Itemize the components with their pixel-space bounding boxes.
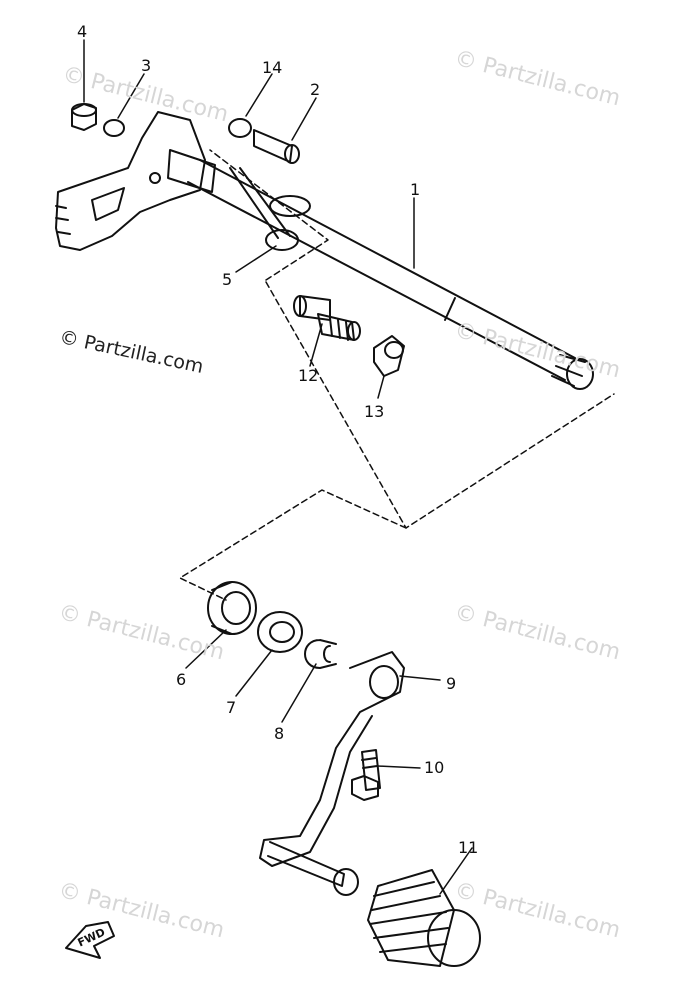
callout-4: 4 — [77, 22, 88, 41]
part-3-washer — [103, 119, 125, 137]
part-9-shift-pedal — [259, 651, 405, 896]
callout-9: 9 — [446, 674, 457, 693]
part-2-pin — [253, 129, 300, 164]
return-spring — [229, 167, 311, 251]
callout-1: 1 — [410, 180, 421, 199]
callout-14: 14 — [262, 58, 283, 77]
part-13-collar — [373, 335, 405, 377]
part-6-oil-seal — [207, 581, 257, 635]
callout-6: 6 — [176, 670, 187, 689]
part-4-nut — [71, 103, 97, 131]
callout-3: 3 — [141, 56, 152, 75]
callout-13: 13 — [364, 402, 385, 421]
callout-2: 2 — [310, 80, 321, 99]
callout-leaders — [83, 39, 473, 895]
part-11-pedal-rubber — [367, 869, 481, 967]
shift-arm-plate — [55, 111, 216, 251]
part-12-stud-bolt — [293, 295, 361, 341]
part-7-washer — [257, 611, 303, 653]
part-10-bolt — [351, 749, 381, 801]
part-8-circlip — [304, 639, 337, 669]
callout-7: 7 — [226, 698, 237, 717]
callout-8: 8 — [274, 724, 285, 743]
callout-10: 10 — [424, 758, 445, 777]
shift-shaft — [187, 159, 594, 390]
callout-5: 5 — [222, 270, 233, 289]
fwd-arrow-icon — [65, 921, 115, 959]
part-14-washer — [228, 118, 252, 138]
leader-lines — [179, 149, 615, 601]
callout-11: 11 — [458, 838, 479, 857]
callout-12: 12 — [298, 366, 319, 385]
